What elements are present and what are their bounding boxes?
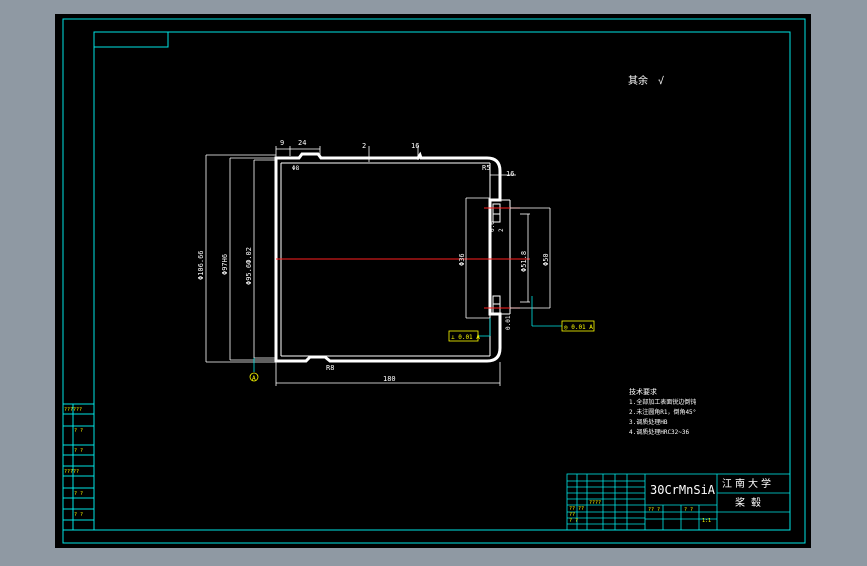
corner-tag-box: [93, 31, 169, 48]
dim-flange-dia: Φ50: [542, 253, 550, 266]
dimension-lines: [205, 146, 551, 386]
left-block-text: ? ?: [74, 491, 83, 497]
dim-top-d: 16: [411, 142, 419, 150]
left-block-text: ?????: [64, 469, 79, 475]
tech-req-line: 1.全部加工表面锐边倒钝: [629, 398, 696, 406]
inner-border: [93, 31, 791, 531]
fcf-right-text: ◎ 0.01 A: [564, 324, 593, 331]
dim-r-corner: R5: [482, 164, 490, 172]
left-block-text: ? ?: [74, 448, 83, 454]
left-block-text: ??????: [64, 407, 82, 413]
fcf-left-frame: [448, 330, 479, 342]
dim-outer-dia: Φ106.66: [197, 250, 205, 280]
title-block-label: ??: [569, 512, 575, 518]
dim-small-a: 0.6: [489, 221, 496, 232]
title-block-label: ? ?: [569, 518, 578, 524]
outer-border: [62, 18, 806, 544]
dim-slot-dia: Φ8: [292, 165, 300, 172]
tech-req-title: 技术要求: [629, 387, 657, 396]
title-block-cell: 1:1: [702, 518, 711, 524]
paper-background: [55, 14, 811, 548]
title-block-cell: ? ?: [684, 507, 693, 513]
dim-center-dia: Φ36: [458, 253, 466, 266]
title-block-grid: [566, 473, 791, 531]
tech-req-line: 3.调质处理HB: [629, 418, 668, 426]
school-name: 江南大学: [722, 477, 774, 490]
tech-req-line: 4.调质处理HRC32~36: [629, 428, 690, 436]
dim-right-16: 16: [506, 170, 514, 178]
dim-length: 180: [383, 375, 396, 383]
title-block-cell: ????: [589, 500, 601, 506]
tech-req-line: 2.未注圆角R1，倒角45°: [629, 408, 696, 416]
dim-dia-3: Φ95.6Ф.02: [245, 247, 253, 285]
left-block-text: ? ?: [74, 428, 83, 434]
dim-top-b: 24: [298, 139, 306, 147]
dim-small-c: 0.01: [505, 315, 512, 330]
title-block-label: ?? ??: [569, 506, 584, 512]
surface-symbol: √: [658, 75, 664, 87]
left-block-text: ? ?: [74, 512, 83, 518]
dim-bore-dia: Φ51.8: [520, 251, 528, 272]
leader-lines: [253, 296, 562, 372]
datum-a-symbol: [249, 372, 259, 382]
title-block-cell: ?? ?: [648, 507, 660, 513]
dim-top-c: 2: [362, 142, 366, 150]
surface-note: 其余: [628, 74, 648, 87]
dim-dia-2: Φ97H6: [221, 254, 229, 275]
part-outline: [274, 151, 502, 363]
dim-small-b: 2: [498, 228, 505, 232]
dim-top-a: 9: [280, 139, 284, 147]
fcf-right-frame: [561, 320, 595, 332]
fcf-left-text: ⊥ 0.01 A: [451, 334, 480, 341]
dim-bottom-r: R8: [326, 364, 334, 372]
datum-a-label: A: [252, 375, 256, 382]
part-name: 桨毂: [735, 496, 767, 509]
material-label: 30CrMnSiA: [650, 483, 716, 497]
left-side-table: [62, 403, 95, 531]
